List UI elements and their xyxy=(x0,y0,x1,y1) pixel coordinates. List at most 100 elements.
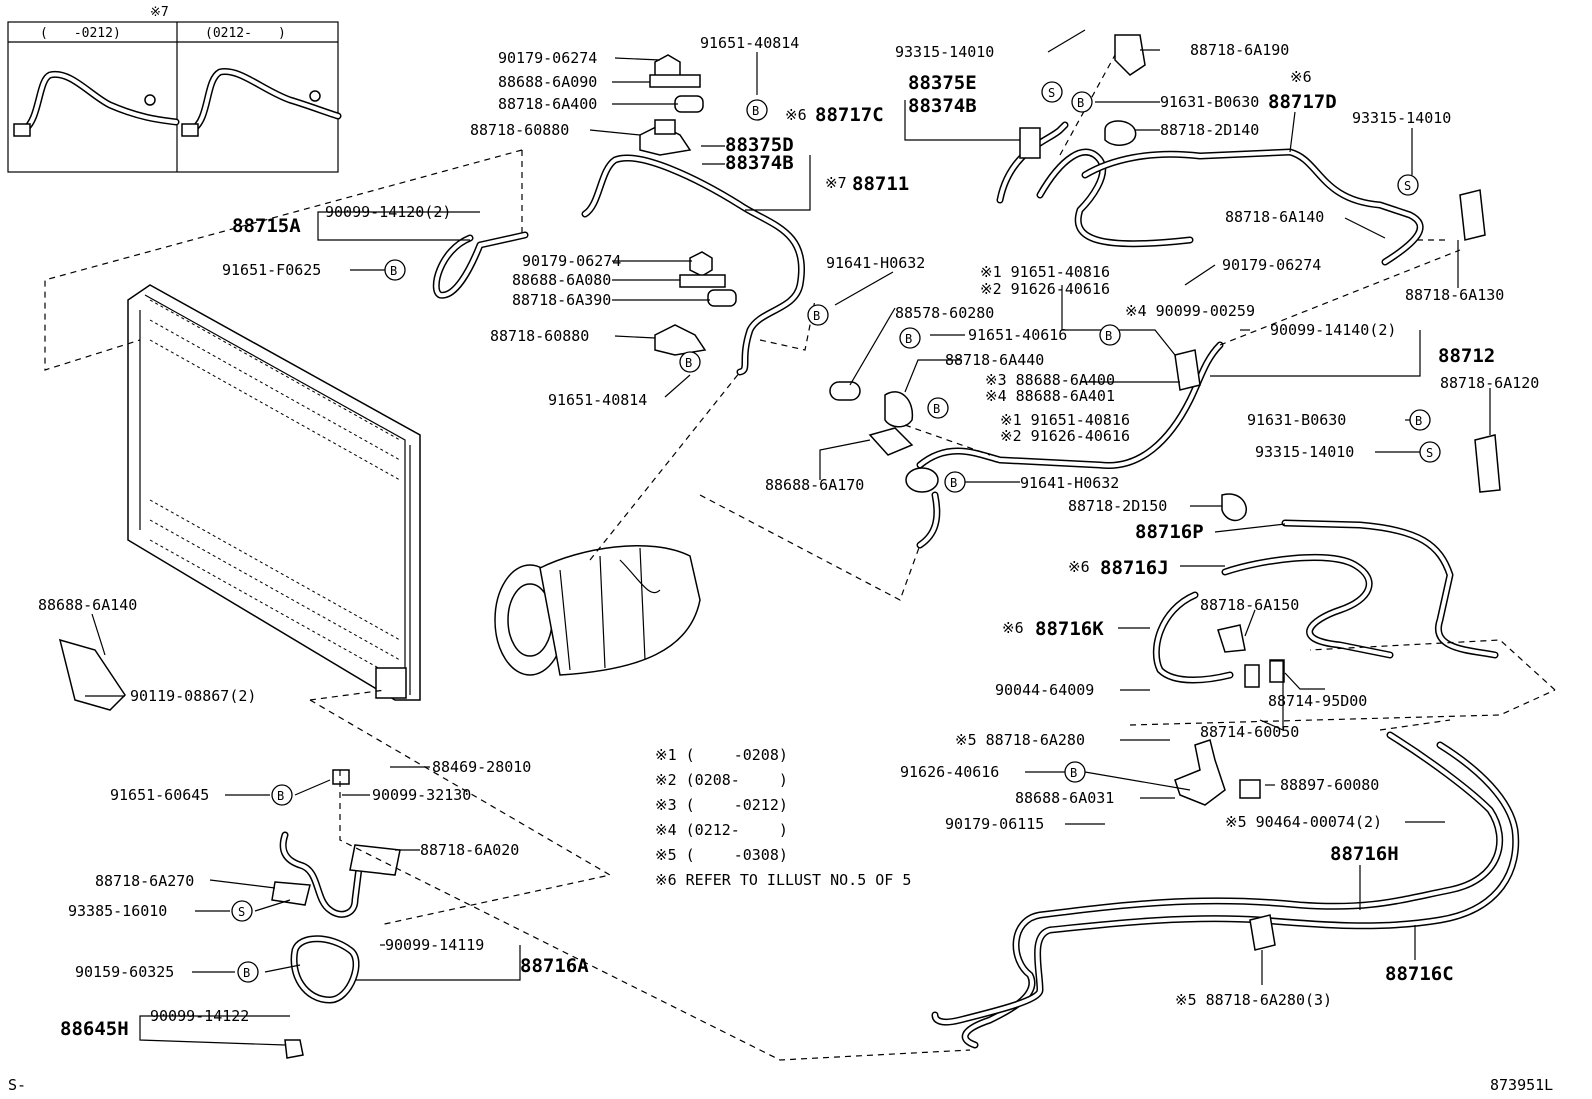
svg-text:B: B xyxy=(950,476,957,490)
inset-col2-label: (0212- ) xyxy=(205,26,286,41)
clamp-part xyxy=(1474,434,1501,493)
part-label: 91651-60645 xyxy=(110,786,209,804)
part-label: 91641-H0632 xyxy=(1020,474,1119,492)
part-label: 88688-6A090 xyxy=(498,73,597,91)
b-badge: B xyxy=(271,784,293,806)
bracket-part xyxy=(654,324,707,356)
footer-left-code: S- xyxy=(8,1076,26,1094)
part-label: 88688-6A080 xyxy=(512,271,611,289)
svg-text:B: B xyxy=(905,332,912,346)
part-label: 90099-14119 xyxy=(385,936,484,954)
part-label: 88718-6A440 xyxy=(945,351,1044,369)
b-badge: B xyxy=(746,99,768,121)
fitting-part xyxy=(332,769,350,785)
bracket-part xyxy=(349,844,401,876)
clamp-part xyxy=(884,391,914,428)
svg-text:B: B xyxy=(1077,96,1084,110)
svg-text:B: B xyxy=(933,402,940,416)
part-label: 93315-14010 xyxy=(1352,109,1451,127)
clamp-part xyxy=(1239,779,1261,799)
part-label: 88688-6A140 xyxy=(38,596,137,614)
note-line: ※6 REFER TO ILLUST NO.5 OF 5 xyxy=(655,871,911,889)
inset-marker: ※7 xyxy=(150,5,169,20)
part-label: ※3 88688-6A400 xyxy=(985,371,1115,389)
svg-text:B: B xyxy=(1415,414,1422,428)
part-label: ※5 88718-6A280(3) xyxy=(1175,991,1332,1009)
small-parts xyxy=(58,34,1501,1059)
part-label: ※1 91651-40816 xyxy=(1000,411,1130,429)
part-label: ※5 88718-6A280 xyxy=(955,731,1085,749)
part-label: 88718-6A400 xyxy=(498,95,597,113)
part-label: 90099-14120(2) xyxy=(325,203,451,221)
cushion-part xyxy=(679,274,726,288)
svg-text:S: S xyxy=(1426,446,1433,460)
part-label: 88716P xyxy=(1135,521,1204,543)
part-label: 88714-95D00 xyxy=(1268,692,1367,710)
note-marker: ※6 xyxy=(1002,619,1024,637)
part-label: 88718-6A190 xyxy=(1190,41,1289,59)
svg-text:B: B xyxy=(752,104,759,118)
note-line: ※5 ( -0308) xyxy=(655,846,788,864)
part-label: 88718-6A150 xyxy=(1200,596,1299,614)
part-label: 88718-2D140 xyxy=(1160,121,1259,139)
clamp-part xyxy=(1459,189,1486,241)
cushion-part xyxy=(649,74,701,88)
inset-variant-panel: ※7 ( -0212) (0212- ) xyxy=(7,5,342,173)
part-label: 90099-32130 xyxy=(372,786,471,804)
b-badge: B xyxy=(807,304,829,326)
plug-part xyxy=(829,381,861,401)
part-label: 88374B xyxy=(725,152,794,174)
inset-hose-new xyxy=(181,68,342,137)
part-label: 93315-14010 xyxy=(1255,443,1354,461)
part-label: 90179-06274 xyxy=(498,49,597,67)
clamp-part xyxy=(674,95,704,113)
part-label: 88897-60080 xyxy=(1280,776,1379,794)
part-label: 91651-40814 xyxy=(700,34,799,52)
part-label: 91651-40616 xyxy=(968,326,1067,344)
part-label: 90044-64009 xyxy=(995,681,1094,699)
part-label: 91651-40814 xyxy=(548,391,647,409)
note-line: ※1 ( -0208) xyxy=(655,746,788,764)
b-badge: B xyxy=(1409,409,1431,431)
part-label: 88717D xyxy=(1268,91,1337,113)
note-marker: ※7 xyxy=(825,174,847,192)
svg-text:B: B xyxy=(243,966,250,980)
part-label: 93385-16010 xyxy=(68,902,167,920)
part-label: 90179-06115 xyxy=(945,815,1044,833)
part-label: ※4 88688-6A401 xyxy=(985,387,1115,405)
part-label: 88718-2D150 xyxy=(1068,497,1167,515)
part-label: 88716J xyxy=(1100,557,1169,579)
part-label: 91651-F0625 xyxy=(222,261,321,279)
clamp-part xyxy=(1217,624,1246,653)
part-labels: 90179-06274 88688-6A090 88718-6A400 8871… xyxy=(38,34,1539,1040)
fitting-part xyxy=(905,467,939,493)
clamp-part xyxy=(1104,120,1137,146)
svg-text:B: B xyxy=(813,309,820,323)
part-label: 88717C xyxy=(815,104,884,126)
part-label: 88712 xyxy=(1438,345,1495,367)
note-marker: ※6 xyxy=(785,106,807,124)
notes-legend: ※1 ( -0208) ※2 (0208- ) ※3 ( -0212) ※4 (… xyxy=(655,746,911,889)
s-badge: S xyxy=(1397,174,1419,196)
part-label: ※2 91626-40616 xyxy=(980,280,1110,298)
part-label: 88716K xyxy=(1035,618,1104,640)
note-line: ※4 (0212- ) xyxy=(655,821,788,839)
svg-text:S: S xyxy=(1048,86,1055,100)
part-label: 88716H xyxy=(1330,843,1399,865)
part-label: 88469-28010 xyxy=(432,758,531,776)
inset-hose-old xyxy=(13,70,180,137)
part-label: ※4 90099-00259 xyxy=(1125,302,1255,320)
part-label: 88578-60280 xyxy=(895,304,994,322)
phantom-lines xyxy=(44,54,1556,1061)
part-label: 88714-60050 xyxy=(1200,723,1299,741)
part-label: 88718-6A120 xyxy=(1440,374,1539,392)
bracket-part xyxy=(1174,349,1201,391)
b-badge: B xyxy=(679,351,701,373)
clamp-part xyxy=(1221,493,1247,522)
part-label: 91631-B0630 xyxy=(1160,93,1259,111)
part-label: 88718-60880 xyxy=(470,121,569,139)
part-label: ※5 90464-00074(2) xyxy=(1225,813,1382,831)
svg-text:S: S xyxy=(238,905,245,919)
part-label: 90179-06274 xyxy=(1222,256,1321,274)
